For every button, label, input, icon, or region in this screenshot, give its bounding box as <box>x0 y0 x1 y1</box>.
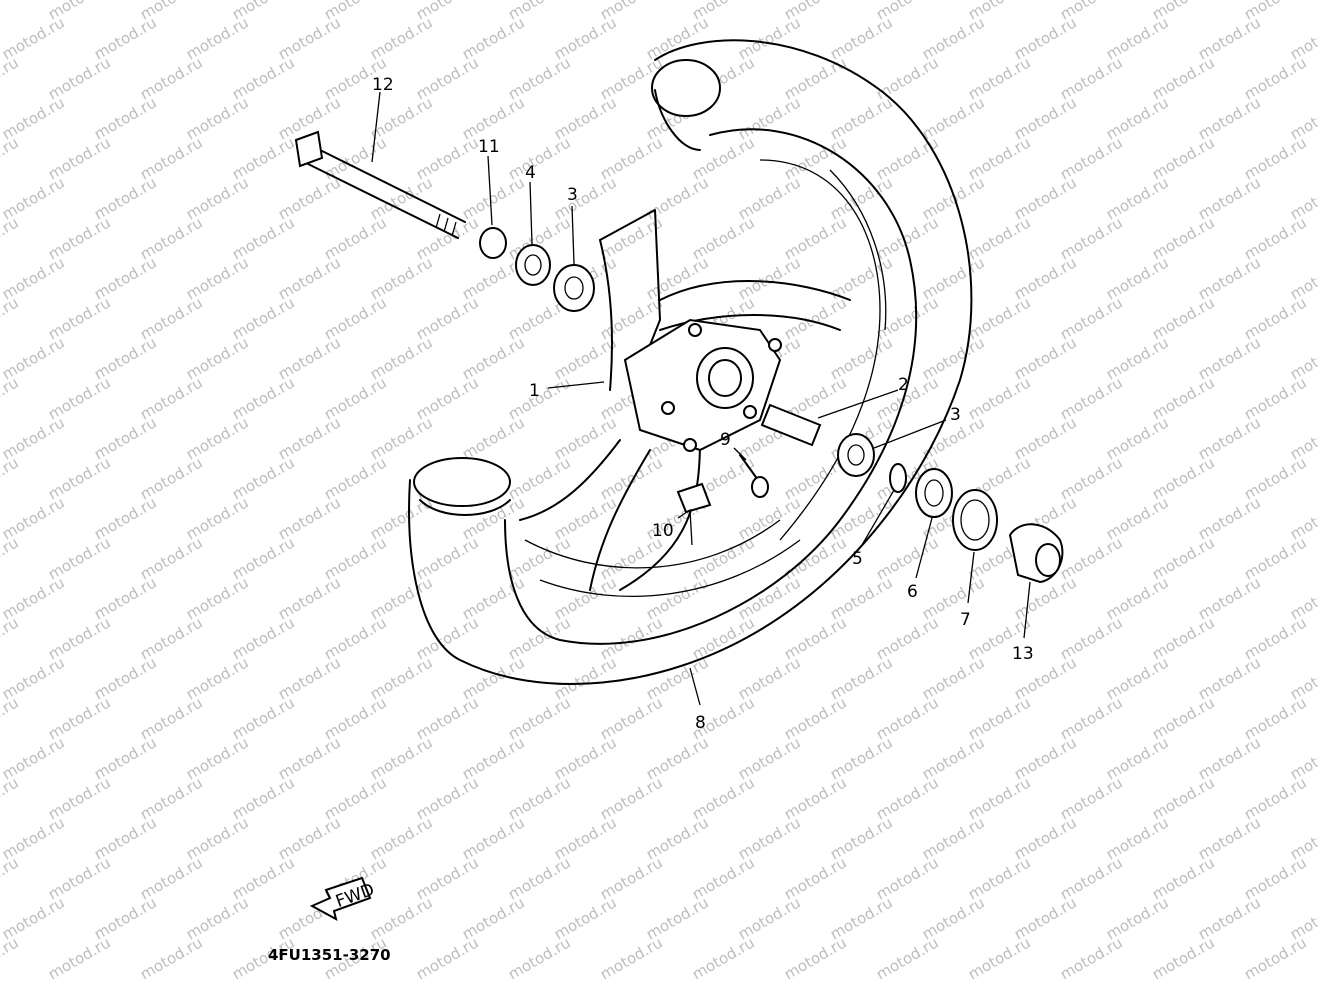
watermark-text: motod.ru <box>1287 13 1318 63</box>
watermark-text: motod.ru <box>0 693 22 743</box>
oil-seal-right-part <box>915 468 953 518</box>
watermark-text: motod.ru <box>0 0 22 23</box>
watermark-text: motod.ru <box>1287 653 1318 703</box>
watermark-text: motod.ru <box>1287 253 1318 303</box>
watermark-text: motod.ru <box>413 933 482 983</box>
watermark-text: motod.ru <box>1287 813 1318 863</box>
wheel-hub <box>519 209 851 591</box>
watermark-text: motod.ru <box>0 373 22 423</box>
callout-11: 11 <box>478 137 500 157</box>
bearing-left-part <box>553 264 595 312</box>
watermark-text: motod.ru <box>873 933 942 983</box>
watermark-text: motod.ru <box>0 133 22 183</box>
watermark-text: motod.ru <box>689 933 758 983</box>
bearing-right-part <box>837 433 875 477</box>
watermark-text: motod.ru <box>1287 413 1318 463</box>
watermark-text: motod.ru <box>0 853 22 903</box>
watermark-text: motod.ru <box>1057 933 1126 983</box>
watermark-text: motod.ru <box>781 933 850 983</box>
watermark-text: motod.ru <box>1287 333 1318 383</box>
wheel-rim <box>408 39 973 685</box>
callout-8: 8 <box>695 713 706 733</box>
watermark-text: motod.ru <box>1149 933 1218 983</box>
watermark-text: motod.ru <box>1287 173 1318 223</box>
diagram-code: 4FU1351-3270 <box>268 946 391 964</box>
watermark-text: motod.ru <box>965 933 1034 983</box>
watermark-text: motod.ru <box>1241 933 1310 983</box>
axle <box>294 130 466 239</box>
callout-2: 2 <box>898 375 909 395</box>
spacer-part <box>760 403 822 447</box>
watermark-text: motod.ru <box>0 453 22 503</box>
collar-part <box>479 227 507 259</box>
watermark-text: motod.ru <box>137 933 206 983</box>
balance-weight-part <box>676 482 712 514</box>
watermark-text: motod.ru <box>0 293 22 343</box>
watermark-text: motod.ru <box>0 613 22 663</box>
watermark-text: motod.ru <box>1287 733 1318 783</box>
watermark-text: motod.ru <box>0 53 22 103</box>
watermark-text: motod.ru <box>1287 573 1318 623</box>
callout-6: 6 <box>907 582 918 602</box>
ring-part <box>952 489 998 551</box>
callout-12: 12 <box>372 75 394 95</box>
watermark-text: motod.ru <box>0 773 22 823</box>
callout-4: 4 <box>525 163 536 183</box>
watermark-text: motod.ru <box>505 933 574 983</box>
callout-3-left: 3 <box>567 185 578 205</box>
callout-9: 9 <box>720 430 731 450</box>
watermark-text: motod.ru <box>45 933 114 983</box>
watermark-text: motod.ru <box>597 933 666 983</box>
callout-7: 7 <box>960 610 971 630</box>
watermark-text: motod.ru <box>1287 93 1318 143</box>
valve-part <box>739 454 769 498</box>
meter-gear-part <box>1008 523 1064 584</box>
watermark-text: motod.ru <box>0 213 22 263</box>
callout-3-right: 3 <box>950 405 961 425</box>
watermark-text: motod.ru <box>1287 493 1318 543</box>
callout-1: 1 <box>529 381 540 401</box>
oil-seal-part <box>515 244 551 286</box>
callout-5: 5 <box>852 549 863 569</box>
clip-part <box>889 463 907 493</box>
callout-10: 10 <box>652 521 674 541</box>
leader-lines <box>371 91 1031 706</box>
watermark-text: motod.ru <box>1287 893 1318 943</box>
callout-13: 13 <box>1012 644 1034 664</box>
watermark-text: motod.ru <box>0 933 22 983</box>
watermark-text: motod.ru <box>0 533 22 583</box>
